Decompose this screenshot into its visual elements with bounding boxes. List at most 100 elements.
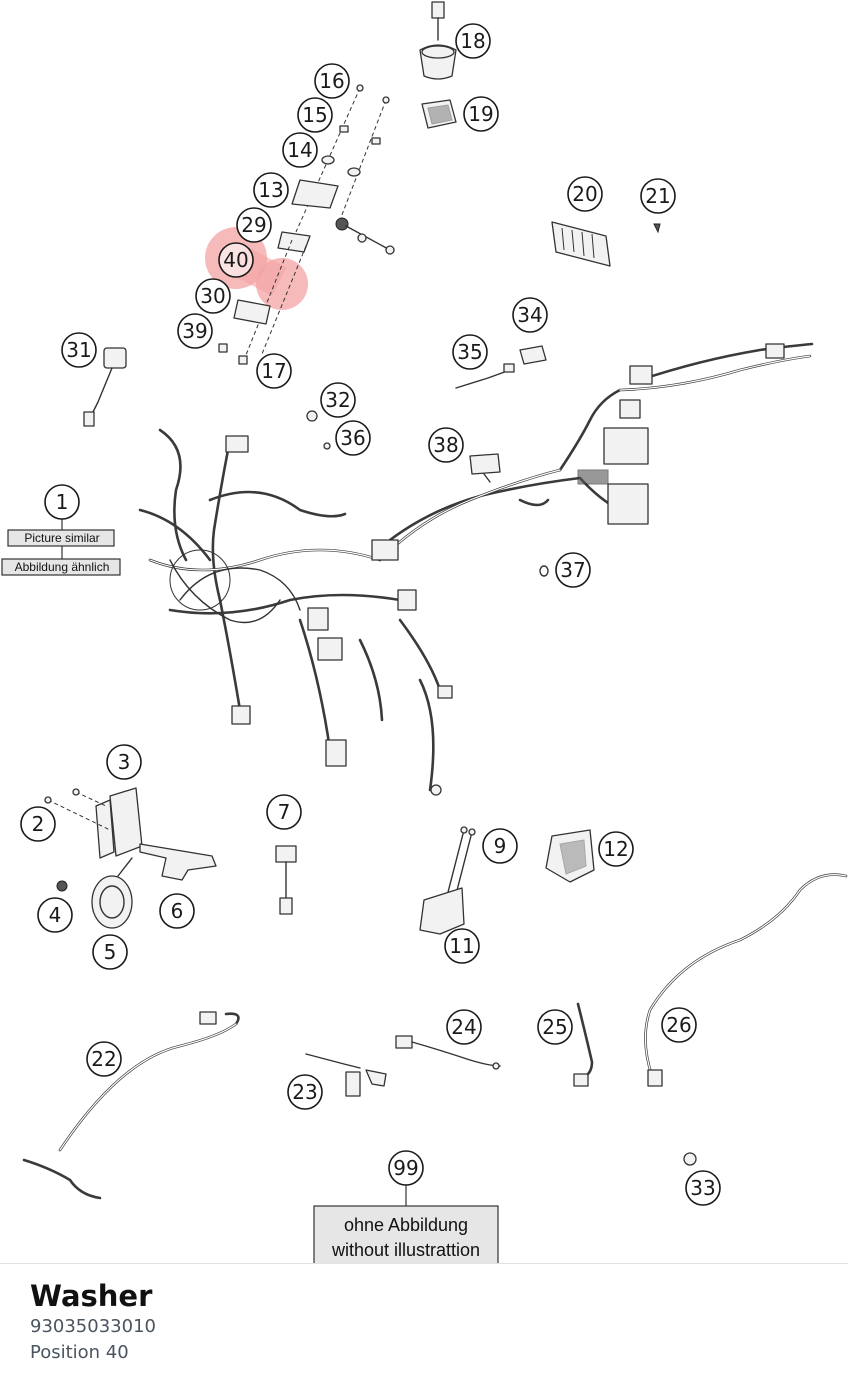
- svg-text:26: 26: [666, 1013, 691, 1037]
- svg-text:33: 33: [690, 1176, 715, 1200]
- part-24-cable[interactable]: [395, 1035, 501, 1070]
- callout-7[interactable]: 7: [266, 794, 302, 830]
- callout-36[interactable]: 36: [335, 420, 371, 456]
- callout-1[interactable]: 1: [44, 484, 80, 520]
- callout-5[interactable]: 5: [92, 934, 128, 970]
- part-3-bracket-box[interactable]: [95, 787, 143, 859]
- part-38-relay[interactable]: [469, 453, 501, 483]
- svg-text:35: 35: [457, 340, 482, 364]
- callout-18[interactable]: 18: [455, 23, 491, 59]
- part-37-o-ring[interactable]: [539, 565, 549, 577]
- part-18-connector[interactable]: [419, 1, 457, 80]
- callout-32[interactable]: 32: [320, 382, 356, 418]
- part-7-connector[interactable]: [275, 845, 297, 915]
- callout-19[interactable]: 19: [463, 96, 499, 132]
- callout-12[interactable]: 12: [598, 831, 634, 867]
- callout-3[interactable]: 3: [106, 744, 142, 780]
- part-26-cable[interactable]: [644, 873, 848, 1087]
- svg-text:19: 19: [468, 102, 493, 126]
- part-34-holder[interactable]: [519, 345, 547, 365]
- part-4-nut[interactable]: [56, 880, 68, 892]
- svg-text:5: 5: [104, 940, 117, 964]
- part-32-grommet[interactable]: [306, 410, 318, 422]
- svg-text:38: 38: [433, 433, 458, 457]
- callout-21[interactable]: 21: [640, 178, 676, 214]
- callout-99[interactable]: 99: [388, 1150, 424, 1186]
- part-bolts-13-17[interactable]: [218, 84, 395, 365]
- part-6-bracket[interactable]: [139, 843, 217, 881]
- info-divider: [0, 1263, 848, 1264]
- part-25-cable[interactable]: [573, 1002, 594, 1087]
- svg-text:2: 2: [32, 812, 45, 836]
- callout-4[interactable]: 4: [37, 897, 73, 933]
- callout-14[interactable]: 14: [282, 132, 318, 168]
- part-20-fuse-box[interactable]: [551, 221, 611, 267]
- callout-15[interactable]: 15: [297, 97, 333, 133]
- part-19-cap[interactable]: [421, 99, 457, 129]
- callout-39[interactable]: 39: [177, 313, 213, 349]
- svg-text:Picture similar: Picture similar: [24, 531, 99, 545]
- part-11-holder[interactable]: [419, 887, 465, 935]
- svg-text:12: 12: [603, 837, 628, 861]
- callout-40-selected[interactable]: 40: [218, 242, 254, 278]
- svg-text:11: 11: [449, 934, 474, 958]
- svg-text:99: 99: [393, 1156, 418, 1180]
- svg-text:30: 30: [200, 284, 225, 308]
- note-picture-similar: Picture similar Abbildung ähnlich: [1, 529, 121, 576]
- part-31-sensor[interactable]: [83, 347, 127, 427]
- callout-17[interactable]: 17: [256, 353, 292, 389]
- svg-text:31: 31: [66, 338, 91, 362]
- callout-33[interactable]: 33: [685, 1170, 721, 1206]
- part-23-sensor[interactable]: [305, 1053, 387, 1097]
- callout-11[interactable]: 11: [444, 928, 480, 964]
- callout-13[interactable]: 13: [253, 172, 289, 208]
- part-22-cable[interactable]: [22, 1011, 240, 1200]
- svg-text:without illustrattion: without illustrattion: [331, 1240, 480, 1260]
- callout-35[interactable]: 35: [452, 334, 488, 370]
- part-info-panel: Washer 93035033010 Position 40: [30, 1278, 156, 1366]
- callout-20[interactable]: 20: [567, 176, 603, 212]
- part-number: 93035033010: [30, 1316, 156, 1337]
- svg-text:25: 25: [542, 1015, 567, 1039]
- callout-24[interactable]: 24: [446, 1009, 482, 1045]
- callout-25[interactable]: 25: [537, 1009, 573, 1045]
- callout-23[interactable]: 23: [287, 1074, 323, 1110]
- part-36-ring[interactable]: [323, 442, 331, 450]
- svg-text:7: 7: [278, 800, 291, 824]
- callout-31[interactable]: 31: [61, 332, 97, 368]
- svg-text:36: 36: [340, 426, 365, 450]
- part-name: Washer: [30, 1279, 153, 1313]
- callout-9[interactable]: 9: [482, 828, 518, 864]
- callout-37[interactable]: 37: [555, 552, 591, 588]
- callout-30[interactable]: 30: [195, 278, 231, 314]
- svg-text:16: 16: [319, 69, 344, 93]
- callout-34[interactable]: 34: [512, 297, 548, 333]
- callout-38[interactable]: 38: [428, 427, 464, 463]
- svg-text:Abbildung ähnlich: Abbildung ähnlich: [15, 560, 110, 574]
- callout-26[interactable]: 26: [661, 1007, 697, 1043]
- parts-diagram: Picture similar Abbildung ähnlich ohne A…: [1, 1, 848, 1263]
- svg-text:13: 13: [258, 178, 283, 202]
- callout-22[interactable]: 22: [86, 1041, 122, 1077]
- svg-text:20: 20: [572, 182, 597, 206]
- callout-6[interactable]: 6: [159, 893, 195, 929]
- part-5-horn[interactable]: [91, 857, 133, 929]
- svg-text:17: 17: [261, 359, 286, 383]
- part-21-clip[interactable]: [653, 223, 661, 234]
- svg-text:3: 3: [118, 750, 131, 774]
- part-2-screws[interactable]: [44, 788, 111, 831]
- leader-lines: [61, 519, 407, 1206]
- svg-text:34: 34: [517, 303, 542, 327]
- svg-text:32: 32: [325, 388, 350, 412]
- svg-text:14: 14: [287, 138, 312, 162]
- callout-2[interactable]: 2: [20, 806, 56, 842]
- part-33-grommet[interactable]: [683, 1152, 697, 1166]
- part-35-cable[interactable]: [455, 363, 515, 389]
- part-position: Position 40: [30, 1342, 129, 1363]
- part-1-main-harness[interactable]: [138, 342, 814, 796]
- callout-16[interactable]: 16: [314, 63, 350, 99]
- part-12-module[interactable]: [545, 829, 595, 883]
- svg-text:ohne Abbildung: ohne Abbildung: [344, 1215, 468, 1235]
- callout-29[interactable]: 29: [236, 207, 272, 243]
- svg-text:15: 15: [302, 103, 327, 127]
